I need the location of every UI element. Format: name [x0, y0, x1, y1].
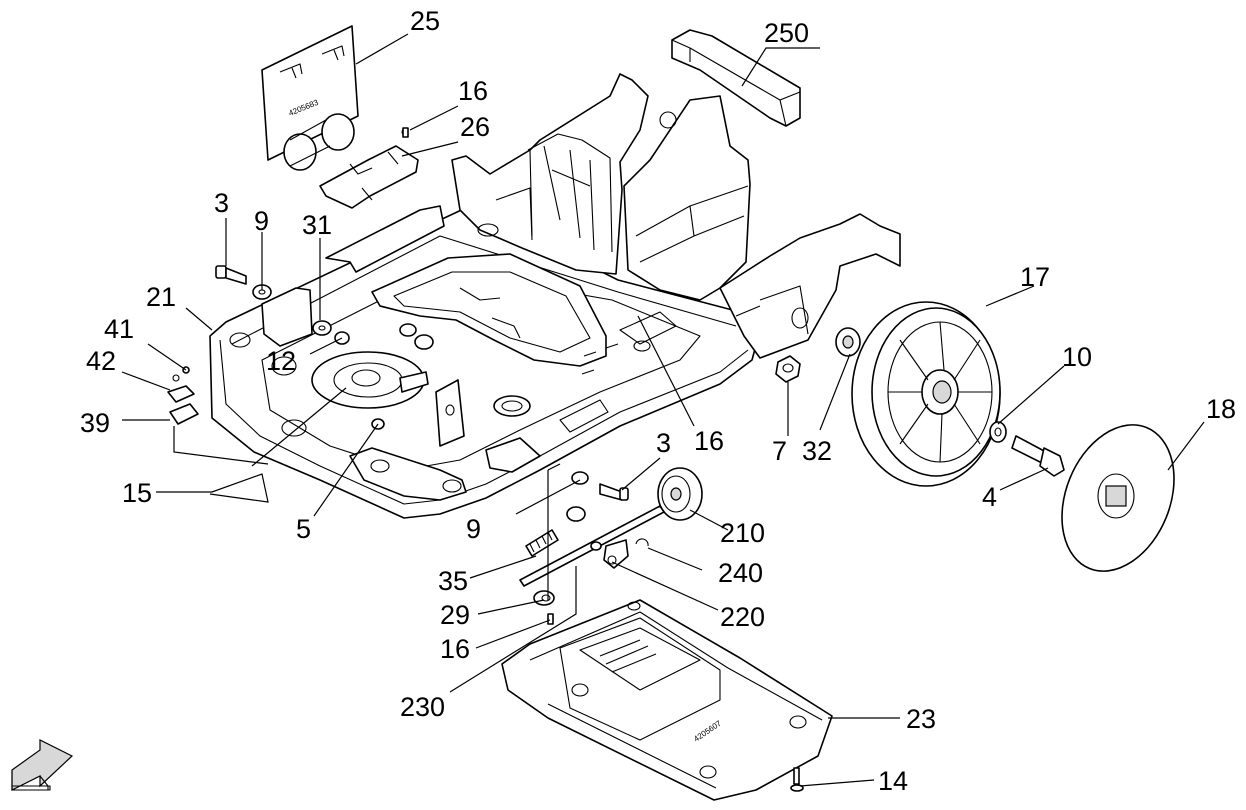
callout-7: 7 [772, 436, 787, 466]
part-25-plate-with-rollers: 4205683 [261, 25, 359, 171]
callout-31: 31 [302, 210, 332, 240]
callout-3-left: 3 [214, 188, 229, 218]
callout-23: 23 [906, 704, 936, 734]
callout-26: 26 [460, 112, 490, 142]
callout-35: 35 [438, 566, 468, 596]
part-16-pin-top [402, 127, 409, 138]
part-17-wheel [851, 301, 1001, 487]
callout-41: 41 [104, 314, 134, 344]
part-250-handle-bar [671, 29, 801, 127]
part-240-clip [635, 538, 649, 547]
callout-14: 14 [878, 766, 908, 796]
part-3-bolt-right [599, 483, 629, 501]
callout-25: 25 [410, 6, 440, 36]
part-10-washer [989, 421, 1007, 443]
callout-16-top: 16 [458, 76, 488, 106]
callout-21: 21 [146, 282, 176, 312]
callout-240: 240 [718, 558, 763, 588]
part-4-axle-bolt [1011, 435, 1065, 477]
callout-42: 42 [86, 346, 116, 376]
callout-210: 210 [720, 518, 765, 548]
part-3-bolt-left [215, 265, 247, 285]
callout-230: 230 [400, 692, 445, 722]
part-23-tray: 4205607 [501, 599, 833, 801]
callout-12: 12 [266, 346, 296, 376]
callout-16-bottom: 16 [440, 634, 470, 664]
part-39-plate [169, 403, 199, 425]
part-42-clip [167, 374, 195, 403]
callout-29: 29 [440, 600, 470, 630]
part-35-spring [525, 529, 559, 557]
callout-39: 39 [80, 408, 110, 438]
callout-4: 4 [982, 482, 997, 512]
part-14-screw [790, 767, 804, 792]
callout-220: 220 [720, 602, 765, 632]
direction-arrow-icon [11, 739, 74, 791]
callout-5: 5 [296, 514, 311, 544]
callout-18: 18 [1206, 394, 1236, 424]
callout-9-right: 9 [466, 514, 481, 544]
callout-15: 15 [122, 478, 152, 508]
part-7-nut [775, 355, 801, 383]
part-29-washer [533, 590, 555, 606]
part-9-washer-right [566, 471, 589, 522]
part-16-pin-lower [547, 613, 554, 625]
callout-17: 17 [1020, 262, 1050, 292]
part-18-hubcap [1061, 424, 1175, 572]
part-210-roller [657, 467, 703, 521]
callout-16-right: 16 [694, 426, 724, 456]
main-chassis-base [209, 73, 901, 519]
part-32-bearing [835, 327, 861, 357]
part-31-bushing [312, 320, 332, 336]
callout-3-right: 3 [656, 428, 671, 458]
callout-labels: 250 25 16 26 3 9 31 21 41 42 12 39 15 5 … [80, 6, 1236, 796]
part-230-shaft [519, 505, 665, 587]
callout-9-left: 9 [254, 206, 269, 236]
callout-10: 10 [1062, 342, 1092, 372]
part-220-bracket [603, 539, 629, 569]
callout-32: 32 [802, 436, 832, 466]
leader-lines [121, 33, 1205, 787]
callout-250: 250 [764, 18, 809, 48]
